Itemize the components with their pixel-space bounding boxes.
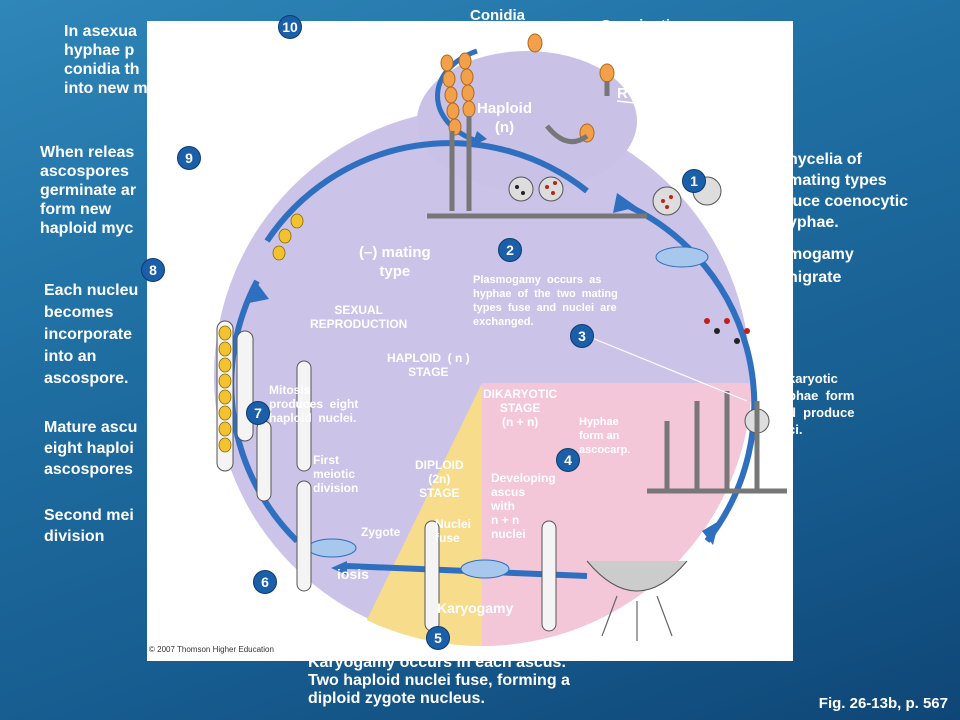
sexual-reproduction-label: SEXUAL REPRODUCTION [310,303,408,331]
pointer-line [586,335,748,402]
mature-ascus-text: Mature ascu eight haploi ascospores [44,419,138,478]
conidia-chains [440,33,615,143]
second-meiotic-text: Second mei division [44,507,134,545]
diploid-region [347,383,482,646]
karyogamy-partial-label: Karyogamy [437,600,514,616]
r-partial-label: R [617,85,628,102]
karyogamy-caption: Karyogamy occurs in each ascus. Two hapl… [308,654,570,707]
nuclei-fuse-label: Nuclei fuse [435,517,472,545]
developing-ascus-label: Developing ascus with n + n nuclei [491,471,556,541]
dikaryotic-stage-label: DIKARYOTIC STAGE (n + n) [483,387,558,429]
meiosis-partial-label: iosis [337,566,369,582]
arrowhead [472,131,487,146]
step-badge-3: 3 [570,324,594,348]
step-badge-9: 9 [177,146,201,170]
diagram-svg [214,33,787,646]
zygote-cell [307,538,357,558]
copyright: © 2007 Thomson Higher Education [149,645,274,654]
meiosis-cell [460,559,510,579]
step-badge-7: 7 [246,401,270,425]
arrowhead [613,193,637,213]
nuclei [515,181,750,344]
step-badge-6: 6 [253,570,277,594]
pointer-line [616,100,708,112]
mycelium-roots [601,595,673,641]
arrowhead [331,561,347,575]
ascocarp [647,391,787,494]
first-meiotic-label: First meiotic division [313,453,359,495]
cycle-arrow-left [228,279,300,544]
diploid-stage-label: DIPLOID (2n) STAGE [415,458,464,500]
ascospores-text: When releas ascospores germinate ar form… [40,144,137,237]
mycelia-text: nycelia of mating types luce coenocytic … [788,151,909,231]
plasmogamy-cell [655,246,709,268]
ascocarp-cup [586,560,688,592]
plasmogamy-right-text: mogamy nigrate [788,246,854,286]
asexual-text: In asexua hyphae p conidia th into new m [64,23,148,97]
step-badge-2: 2 [498,238,522,262]
minus-mating-label: (–) mating type [359,244,431,280]
step-badge-4: 4 [556,448,580,472]
zygote-label: Zygote [361,525,401,539]
figure-reference: Fig. 26-13b, p. 567 [818,695,948,712]
asexual-loop-bg [417,51,637,191]
dikaryotic-right-text: karyotic phae form d produce ci. [788,371,855,437]
hyphae [427,81,647,219]
haploid-label: Haploid (n) [477,100,532,136]
arrowhead [702,521,719,545]
nucleus-text: Each nucleu becomes incorporate into an … [44,282,139,387]
step-badge-5: 5 [426,626,450,650]
step-badge-8: 8 [141,258,165,282]
ascospores [218,213,304,453]
cycle-arrow-top [264,140,589,243]
arrowhead [249,283,269,303]
step-badge-1: 1 [682,169,706,193]
conidia-label: Conidia [470,7,525,24]
mitosis-text: Mitosis produces eight haploid nuclei. [269,383,359,425]
haploid-stage-label: HAPLOID ( n ) STAGE [387,351,470,379]
plasmogamy-text: Plasmogamy occurs as hyphae of the two m… [473,274,618,328]
life-cycle-diagram: Haploid (n) R (–) mating type SEXUAL REP… [147,21,793,661]
hyphae-ascocarp-label: Hyphae form an ascocarp. [579,416,631,456]
step-badge-10: 10 [278,15,302,39]
